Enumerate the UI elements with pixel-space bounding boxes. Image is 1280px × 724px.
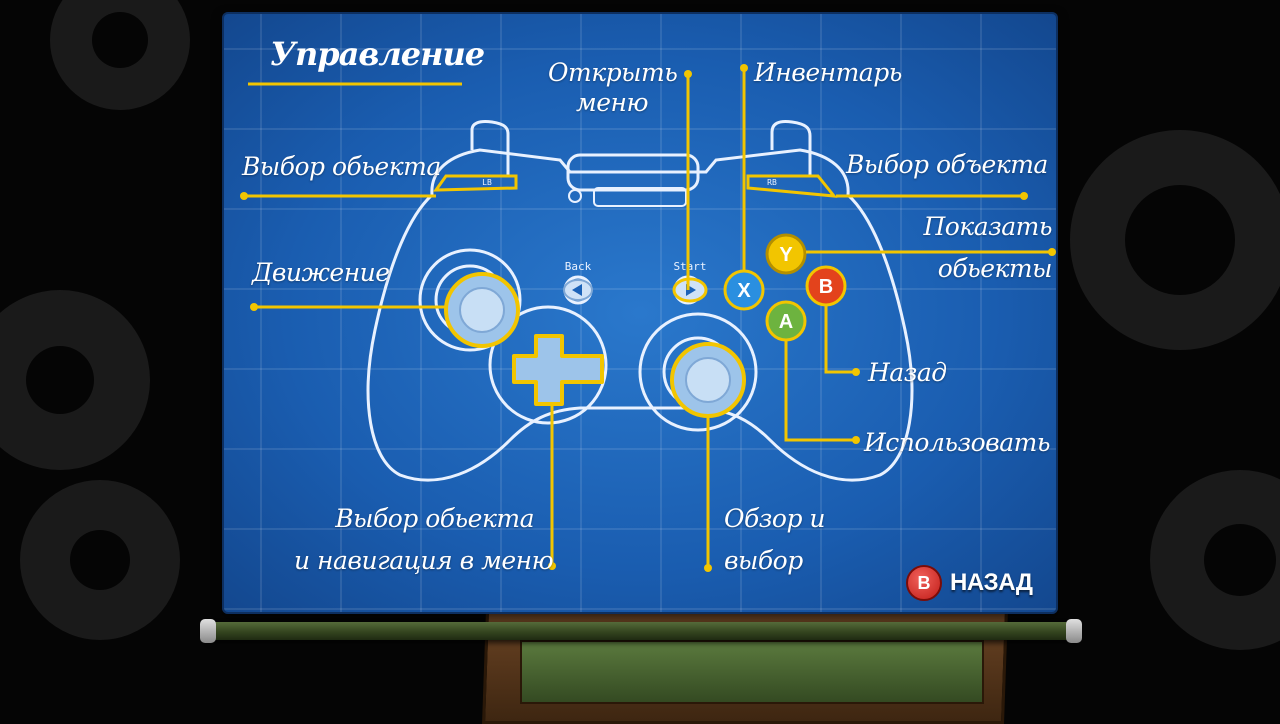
callout-dots (240, 64, 1056, 572)
rb-label: RB (767, 178, 777, 187)
label-open-menu: Открыть меню (548, 58, 678, 117)
button-y-letter: Y (779, 244, 793, 266)
label-select-object-left: Выбор обьекта (242, 152, 441, 181)
label-dpad: Выбор обьекта и навигация в меню (294, 504, 554, 575)
controls-blueprint-panel (222, 12, 1058, 614)
label-use: Использовать (864, 428, 1050, 457)
page-title: Управление (270, 35, 485, 73)
button-b-letter: B (819, 276, 833, 298)
back-button-label: НАЗАД (950, 569, 1033, 596)
label-show-objects: Показать обьекты (923, 212, 1052, 283)
back-button[interactable]: B НАЗАД (906, 563, 1033, 603)
label-select-object-right: Выбор объекта (846, 150, 1048, 179)
button-x-letter: X (737, 280, 751, 302)
lb-label: LB (482, 178, 492, 187)
lb-highlight (433, 174, 518, 192)
rod-cap-right (1066, 619, 1082, 643)
board-inner (520, 640, 984, 704)
label-inventory: Инвентарь (754, 58, 902, 87)
button-b (805, 265, 847, 307)
button-a (765, 300, 807, 342)
b-button-icon: B (906, 565, 942, 601)
rb-highlight (746, 174, 838, 198)
triangle-left-icon (572, 284, 582, 296)
label-movement: Движение (252, 258, 390, 287)
rod-cap-left (200, 619, 216, 643)
callout-lines (244, 68, 1052, 568)
button-x (723, 269, 765, 311)
scroll-rod (206, 622, 1074, 640)
dpad (512, 334, 604, 406)
button-y (765, 233, 807, 275)
button-a-letter: A (779, 311, 793, 333)
label-look: Обзор и выбор (724, 504, 826, 575)
start-label: Start (673, 260, 706, 273)
label-back: Назад (868, 358, 947, 387)
back-label: Back (565, 260, 592, 273)
